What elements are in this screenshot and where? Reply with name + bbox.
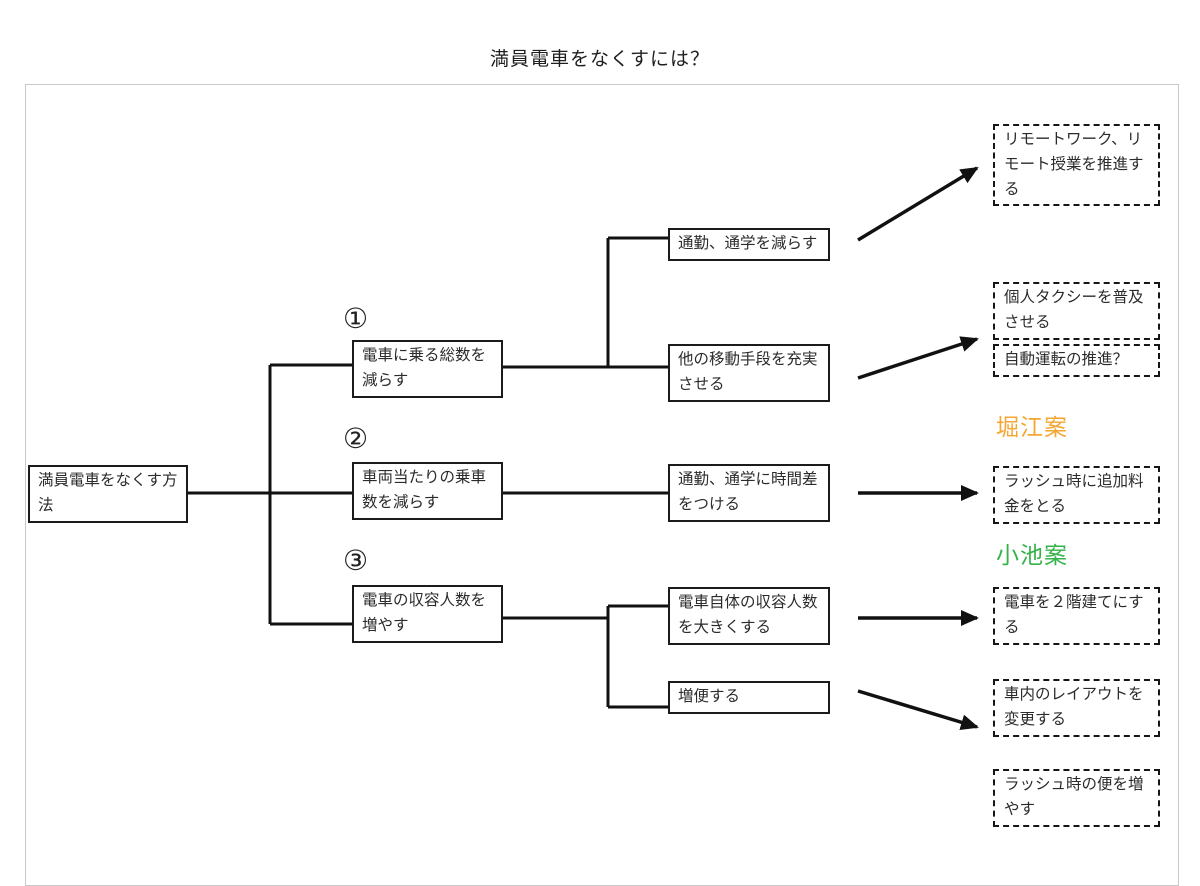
node-subcause1: 通勤、通学を減らす [668, 228, 830, 261]
node-solution5: 電車を２階建てにする [993, 587, 1160, 645]
arrow-to-solution6 [857, 689, 979, 731]
branch1-number: ① [343, 303, 369, 334]
proposal-label-koike: 小池案 [996, 542, 1068, 568]
node-solution1: リモートワーク、リモート授業を推進する [993, 124, 1160, 207]
node-subcause2: 他の移動手段を充実させる [668, 344, 830, 402]
arrow-to-solution2 [857, 336, 979, 380]
connector-lines [188, 166, 979, 731]
diagram-canvas [25, 84, 1179, 886]
node-branch1: 電車に乗る総数を減らす [352, 340, 503, 398]
node-solution2: 個人タクシーを普及させる [993, 282, 1160, 340]
node-solution7: ラッシュ時の便を増やす [993, 769, 1160, 827]
node-solution4: ラッシュ時に追加料金をとる [993, 466, 1160, 524]
node-branch3: 電車の収容人数を増やす [352, 585, 503, 643]
node-branch2: 車両当たりの乗車数を減らす [352, 462, 503, 520]
node-solution6: 車内のレイアウトを変更する [993, 679, 1160, 737]
page-title: 満員電車をなくすには？ [489, 49, 710, 70]
arrow-to-solution1 [857, 166, 979, 242]
proposal-label-horie: 堀江案 [996, 414, 1068, 440]
node-subcause4: 電車自体の収容人数を大きくする [668, 587, 830, 645]
node-solution3: 自動運転の推進？ [993, 344, 1160, 377]
branch3-number: ③ [343, 545, 369, 576]
node-subcause5: 増便する [668, 681, 830, 714]
node-root: 満員電車をなくす方法 [28, 465, 188, 523]
node-subcause3: 通勤、通学に時間差をつける [668, 464, 830, 522]
branch2-number: ② [343, 423, 369, 454]
